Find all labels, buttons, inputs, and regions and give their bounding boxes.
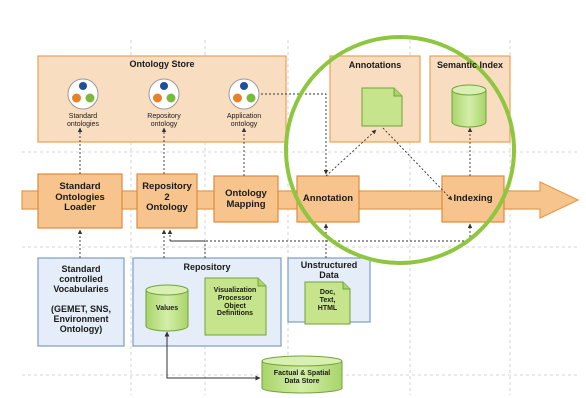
standard-ontology-icon — [67, 78, 99, 110]
repository-2-ontology-label: Repository 2 Ontology — [142, 181, 192, 214]
application-ontology-icon — [228, 78, 260, 110]
unstructured-data-title: Unstructured Data — [300, 260, 358, 281]
visualization-doc-icon — [204, 277, 267, 336]
ontology-store-title: Ontology Store — [129, 59, 195, 69]
visualization-definitions-label: Visualization Processor Object Definitio… — [213, 287, 257, 318]
indexing-step-label: Indexing — [453, 193, 493, 204]
values-to-store-connector — [164, 331, 261, 381]
repository-ontology-label: Repository ontology — [147, 113, 181, 128]
values-cylinder-icon — [145, 284, 189, 332]
application-ontology-label: Application ontology — [226, 113, 262, 128]
repository-title: Repository — [183, 262, 231, 272]
annotation-step-label: Annotation — [302, 193, 354, 204]
ontology-mapping-box — [213, 175, 279, 223]
unstructured-doc-icon — [304, 281, 351, 325]
factual-store-cylinder-icon — [261, 355, 343, 394]
controlled-vocabularies-label: Standard controlled Vocabularies (GEMET,… — [50, 264, 111, 335]
repository-ontology-icon — [148, 78, 180, 110]
repository-2-ontology-box — [136, 173, 198, 229]
semantic-index-cylinder-icon — [451, 84, 487, 128]
values-label: Values — [155, 305, 179, 312]
doc-types-label: Doc, Text, HTML — [317, 289, 338, 312]
annotations-panel — [329, 55, 421, 143]
standard-ontologies-loader-label: Standard Ontologies Loader — [55, 181, 105, 214]
annotation-document-icon — [361, 87, 403, 127]
highlight-circle — [284, 35, 516, 265]
annotations-title: Annotations — [348, 60, 402, 70]
semantic-index-title: Semantic Index — [436, 60, 504, 70]
standard-ontologies-label: Standard ontologies — [67, 113, 99, 128]
vocabularies-panel — [37, 257, 125, 347]
ontology-mapping-label: Ontology Mapping — [225, 188, 267, 210]
standard-ontologies-loader-box — [37, 173, 123, 229]
factual-spatial-store-label: Factual & Spatial Data Store — [273, 370, 331, 385]
